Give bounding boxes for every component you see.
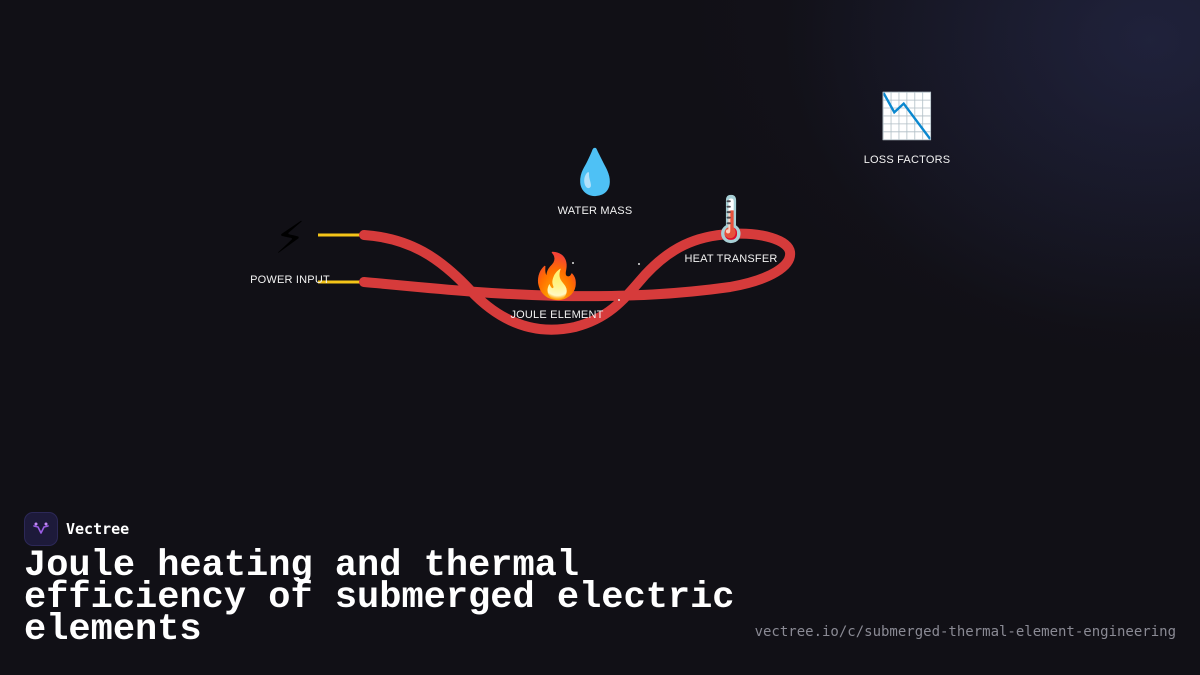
thermometer-icon: 🌡️ [703, 194, 759, 245]
page-title: Joule heating and thermal efficiency of … [24, 545, 735, 651]
node-heat-transfer: 🌡️ HEAT TRANSFER [684, 194, 778, 266]
node-water-mass: 💧 WATER MASS [557, 147, 633, 218]
source-url: vectree.io/c/submerged-thermal-element-e… [754, 624, 1176, 640]
spark-dot [618, 299, 620, 301]
node-joule-element: 🔥 JOULE ELEMENT [510, 251, 604, 322]
water-drop-icon: 💧 [567, 147, 623, 198]
node-label: JOULE ELEMENT [510, 309, 604, 321]
fire-icon: 🔥 [529, 251, 585, 302]
node-label: HEAT TRANSFER [684, 253, 778, 265]
node-label: WATER MASS [557, 205, 633, 217]
node-loss-factors: 📉 LOSS FACTORS [863, 91, 951, 167]
node-power-input: ⚡ POWER INPUT [250, 213, 330, 287]
chart-decreasing-icon: 📉 [879, 91, 935, 142]
node-label: LOSS FACTORS [863, 154, 951, 166]
lightning-icon: ⚡ [274, 213, 306, 264]
vectree-logo-icon [24, 512, 58, 546]
brand-name: Vectree [66, 520, 130, 538]
spark-dot [572, 262, 574, 264]
heating-element-coil [359, 228, 796, 335]
node-label: POWER INPUT [250, 274, 330, 286]
spark-dot [638, 263, 640, 265]
brand: Vectree [24, 512, 129, 546]
